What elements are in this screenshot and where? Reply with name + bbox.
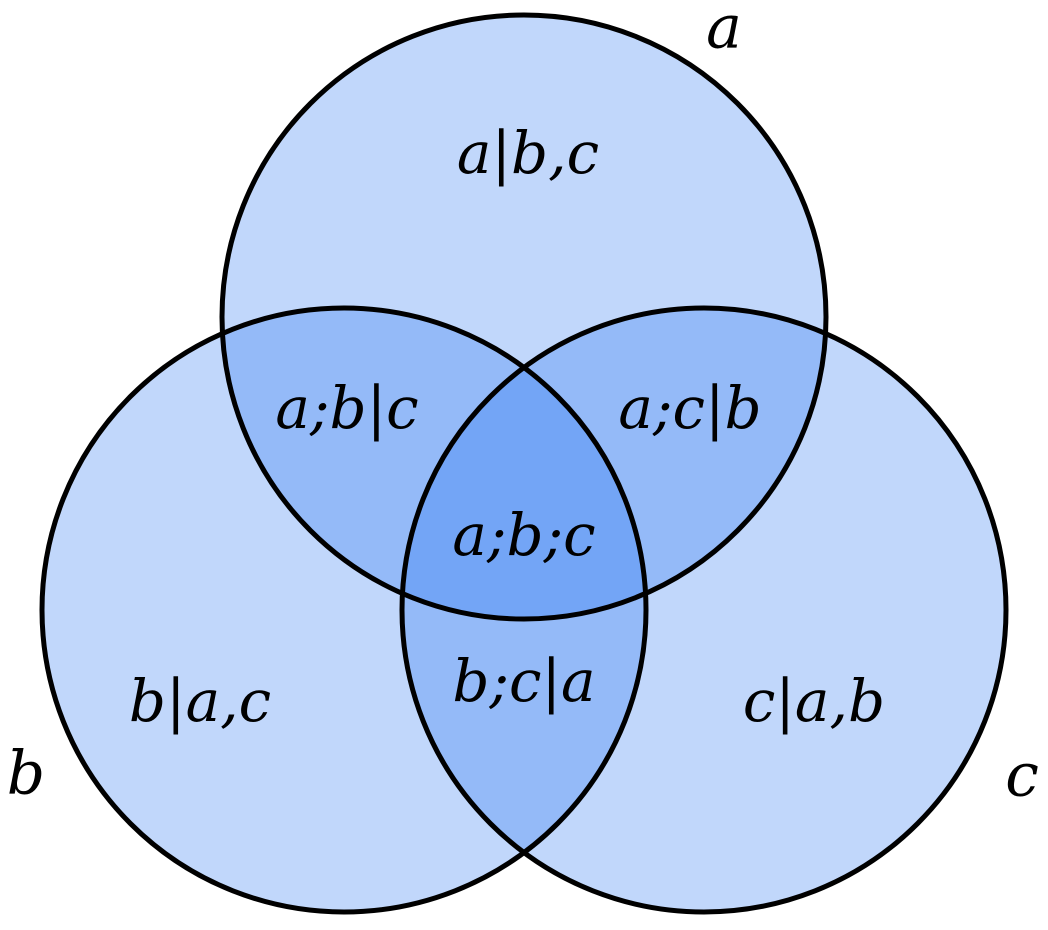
region-c-only: c|a,b: [743, 667, 885, 735]
region-ac-only: a;c|b: [618, 374, 761, 442]
set-b-label: b: [7, 739, 45, 809]
region-abc: a;b;c: [452, 501, 595, 569]
set-a-label: a: [706, 0, 742, 63]
set-c-outline: [399, 305, 1009, 915]
region-ab-only: a;b|c: [275, 374, 418, 442]
set-a-outline: [219, 12, 829, 622]
set-b-fill: [42, 308, 646, 912]
set-b-outline: [39, 305, 649, 915]
region-a-only: a|b,c: [457, 119, 599, 187]
region-b-only: b|a,c: [129, 667, 271, 735]
set-c-fill: [402, 308, 1006, 912]
set-c-label: c: [1005, 741, 1039, 811]
region-bc-only: b;c|a: [452, 647, 595, 715]
set-a-fill: [222, 15, 826, 619]
